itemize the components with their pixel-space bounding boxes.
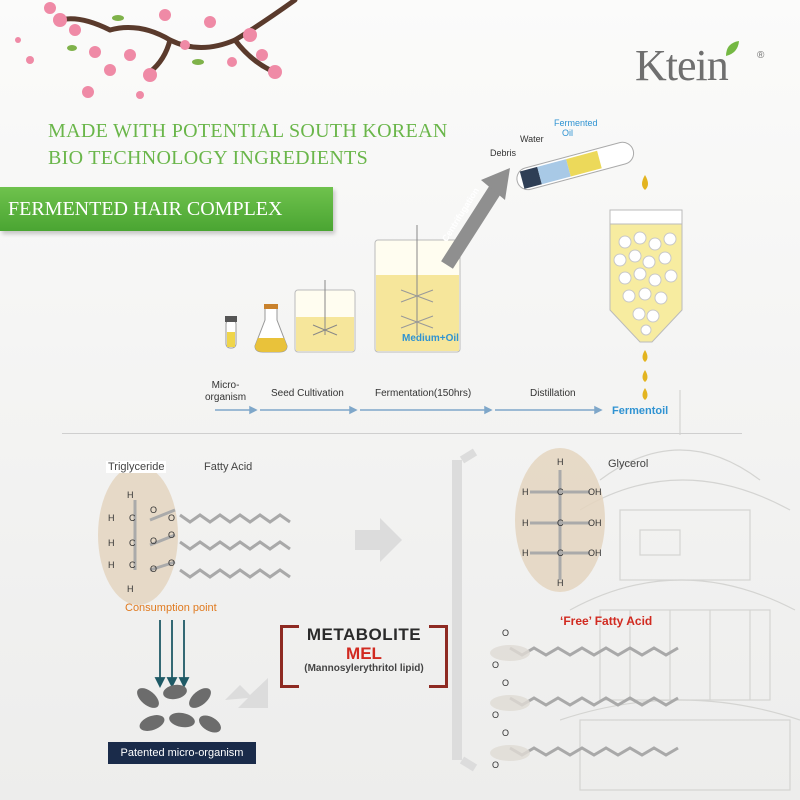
registered-mark: ® (757, 50, 765, 61)
atom-o: O (492, 660, 500, 670)
fermentation-process-illustration (215, 141, 683, 415)
atom-c: C (557, 518, 564, 528)
atom-h: H (557, 578, 564, 588)
vessel-label: Medium+Oil (402, 333, 459, 344)
atom-o: O (502, 678, 510, 688)
atom-c: C (557, 487, 564, 497)
tube-label-water: Water (520, 134, 544, 144)
atom-h: H (522, 487, 529, 497)
tube-label-debris: Debris (490, 148, 517, 158)
atom-h: H (522, 548, 529, 558)
step-microorganism: Micro- organism (205, 380, 247, 403)
step-seed-cultivation: Seed Cultivation (271, 388, 344, 399)
atom-o: O (502, 728, 510, 738)
atom-o: O (492, 710, 500, 720)
patented-microorganism-label: Patented micro-organism (108, 742, 256, 764)
chemistry-illustration (98, 448, 679, 772)
brand-name: Ktein (635, 41, 729, 90)
atom-h: H (557, 457, 564, 467)
atom-c: C (129, 560, 136, 570)
section-divider (62, 433, 742, 434)
step-distillation: Distillation (530, 388, 576, 399)
tube-label-oil: Oil (562, 128, 573, 138)
brand-logo: Ktein ® (635, 40, 775, 100)
pagoda-illustration (560, 390, 800, 791)
atom-o: O (492, 760, 500, 770)
atom-h: H (127, 490, 134, 500)
atom-oh: OH (588, 548, 602, 558)
headline-line-1: MADE WITH POTENTIAL SOUTH KOREAN (48, 120, 448, 142)
atom-oh: OH (588, 487, 602, 497)
headline: MADE WITH POTENTIAL SOUTH KOREAN BIO TEC… (48, 118, 518, 172)
triglyceride-label: Triglyceride (106, 461, 167, 473)
atom-h: H (108, 513, 115, 523)
result-fermentoil: Fermentoil (612, 405, 669, 417)
free-fatty-acid-label: ‘Free’ Fatty Acid (560, 614, 653, 628)
atom-o: O (502, 628, 510, 638)
metabolite-full-name: (Mannosylerythritol lipid) (304, 663, 424, 674)
atom-oh: OH (588, 518, 602, 528)
atom-h: H (522, 518, 529, 528)
fatty-acid-label: Fatty Acid (204, 461, 253, 473)
glycerol-label: Glycerol (608, 458, 649, 470)
leaf-icon (726, 41, 739, 56)
atom-o: O (168, 530, 176, 540)
cherry-blossom-branch (15, 0, 298, 99)
metabolite-name: MEL (346, 644, 382, 663)
step-fermentation: Fermentation(150hrs) (375, 388, 472, 399)
atom-o: O (150, 564, 158, 574)
section-banner: FERMENTED HAIR COMPLEX (0, 187, 333, 231)
atom-c: C (129, 538, 136, 548)
metabolite-title: METABOLITE (306, 625, 422, 644)
tube-label-fermented: Fermented (554, 118, 598, 128)
atom-c: C (129, 513, 136, 523)
atom-h: H (108, 538, 115, 548)
atom-c: C (557, 548, 564, 558)
atom-h: H (108, 560, 115, 570)
metabolite-box: METABOLITE MEL (Mannosylerythritol lipid… (280, 625, 448, 688)
headline-line-2: BIO TECHNOLOGY INGREDIENTS (48, 147, 368, 169)
atom-h: H (127, 584, 134, 594)
atom-o: O (150, 505, 158, 515)
atom-o: O (168, 513, 176, 523)
atom-o: O (168, 558, 176, 568)
consumption-point-label: Consumption point (125, 602, 217, 614)
atom-o: O (150, 536, 158, 546)
